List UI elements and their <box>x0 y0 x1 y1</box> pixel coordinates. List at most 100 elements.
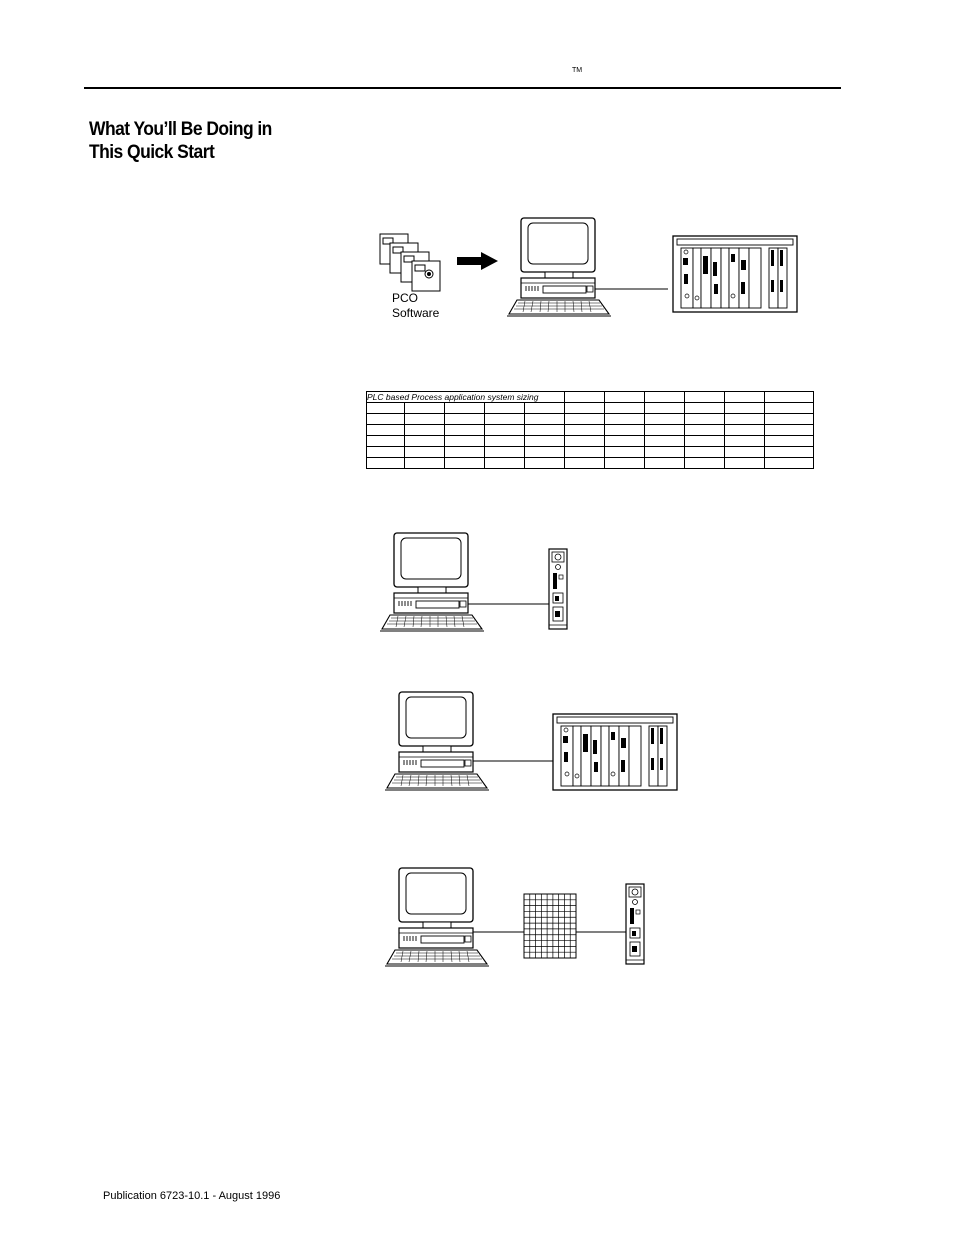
table-cell <box>604 413 645 425</box>
table-cell <box>444 402 485 414</box>
table-cell <box>604 457 645 469</box>
table-cell <box>604 391 645 403</box>
table-cell <box>444 424 485 436</box>
table-cell <box>444 457 485 469</box>
table-cell <box>644 391 685 403</box>
computer-icon <box>506 217 612 317</box>
table-cell <box>684 413 725 425</box>
table-cell <box>684 391 725 403</box>
table-cell <box>484 446 525 458</box>
table-cell <box>444 435 485 447</box>
table-cell <box>724 402 765 414</box>
table-cell <box>724 424 765 436</box>
table-cell <box>764 446 814 458</box>
table-cell <box>366 413 405 425</box>
table-row <box>366 424 814 436</box>
table-cell <box>684 402 725 414</box>
table-cell <box>764 413 814 425</box>
table-cell <box>484 413 525 425</box>
table-cell <box>366 446 405 458</box>
table-cell <box>604 446 645 458</box>
table-cell <box>564 424 605 436</box>
table-cell <box>524 424 565 436</box>
table-cell <box>524 402 565 414</box>
table-caption: PLC based Process application system siz… <box>366 391 565 403</box>
table-cell <box>524 446 565 458</box>
table-cell <box>564 391 605 403</box>
table-cell <box>724 446 765 458</box>
computer-icon <box>379 532 485 632</box>
table-cell <box>564 457 605 469</box>
table-cell <box>604 424 645 436</box>
table-cell <box>366 435 405 447</box>
software-disks-icon <box>379 233 441 292</box>
section-title-line1: What You’ll Be Doing in <box>89 119 272 140</box>
computer-icon <box>384 691 490 791</box>
table-cell <box>564 446 605 458</box>
plc-module-icon <box>548 548 568 630</box>
table-cell <box>644 435 685 447</box>
table-cell <box>564 413 605 425</box>
table-cell <box>366 402 405 414</box>
table-cell <box>444 446 485 458</box>
table-cell <box>724 391 765 403</box>
table-cell <box>404 413 445 425</box>
table-row <box>366 435 814 447</box>
table-cell <box>764 457 814 469</box>
table-cell <box>484 435 525 447</box>
table-cell <box>644 446 685 458</box>
software-label: PCO Software <box>392 291 439 321</box>
table-cell <box>644 424 685 436</box>
trademark-symbol: TM <box>572 67 583 74</box>
software-label-line1: PCO <box>392 291 419 305</box>
table-cell <box>644 457 685 469</box>
table-cell <box>404 435 445 447</box>
table-row <box>366 402 814 414</box>
table-cell <box>404 446 445 458</box>
table-cell <box>764 435 814 447</box>
table-cell <box>764 391 814 403</box>
plc-module-icon <box>625 883 645 965</box>
plc-rack-icon <box>672 235 798 313</box>
table-cell <box>484 457 525 469</box>
table-row <box>366 413 814 425</box>
table-cell <box>524 413 565 425</box>
table-cell <box>564 435 605 447</box>
table-cell <box>484 402 525 414</box>
publication-footer: Publication 6723-10.1 - August 1996 <box>103 1190 281 1202</box>
table-cell <box>484 424 525 436</box>
table-cell <box>404 402 445 414</box>
table-cell <box>404 424 445 436</box>
sizing-spreadsheet: PLC based Process application system siz… <box>366 391 814 469</box>
table-cell <box>404 457 445 469</box>
plc-rack-icon <box>552 713 678 791</box>
section-title: What You’ll Be Doing in This Quick Start <box>89 118 328 164</box>
table-cell <box>524 435 565 447</box>
software-label-line2: Software <box>392 306 440 320</box>
table-cell <box>444 413 485 425</box>
computer-icon <box>384 867 490 967</box>
table-cell <box>564 402 605 414</box>
table-row <box>366 457 814 469</box>
io-terminal-grid-icon <box>523 893 577 959</box>
table-cell <box>684 435 725 447</box>
table-cell <box>604 435 645 447</box>
table-cell <box>366 457 405 469</box>
table-cell <box>684 424 725 436</box>
table-cell <box>684 457 725 469</box>
table-cell <box>644 413 685 425</box>
table-cell <box>524 457 565 469</box>
section-title-line2: This Quick Start <box>89 142 215 163</box>
table-row: PLC based Process application system siz… <box>366 391 814 403</box>
table-cell <box>764 424 814 436</box>
table-cell <box>724 457 765 469</box>
arrow-right-icon <box>457 252 498 270</box>
table-cell <box>724 435 765 447</box>
table-cell <box>366 424 405 436</box>
table-cell <box>644 402 685 414</box>
table-cell <box>724 413 765 425</box>
table-cell <box>684 446 725 458</box>
table-row <box>366 446 814 458</box>
table-cell <box>604 402 645 414</box>
